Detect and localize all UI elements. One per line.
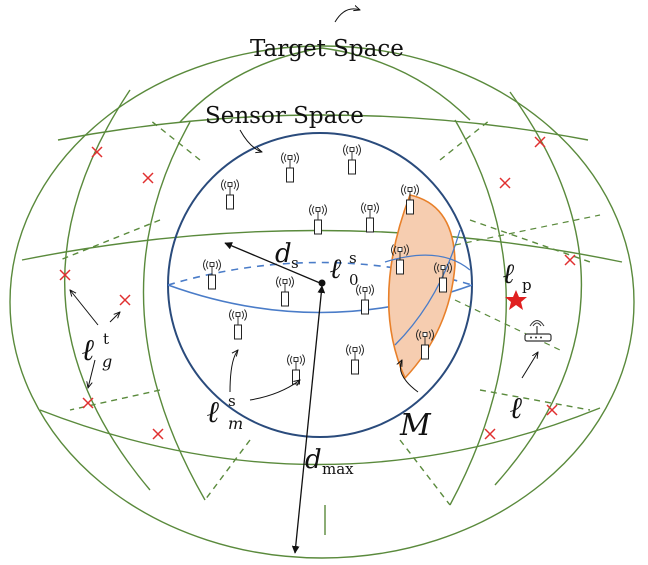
- svg-text:ℓ: ℓ: [329, 252, 342, 285]
- svg-text:d: d: [275, 239, 292, 269]
- target-space-ellipsoid: [9, 45, 635, 559]
- svg-text:g: g: [102, 352, 112, 371]
- ds-arrow: [224, 242, 321, 284]
- target-space-label: Target Space: [250, 36, 404, 62]
- svg-text:d: d: [305, 445, 322, 475]
- target-cross-icon: [91, 146, 103, 158]
- sensor-antenna-icon: [416, 329, 434, 360]
- sensor-space-label: Sensor Space: [205, 103, 364, 129]
- target-cross-icon: [484, 428, 496, 440]
- svg-text:s: s: [349, 249, 357, 267]
- svg-text:s: s: [291, 254, 299, 272]
- sensor-antenna-icon: [203, 259, 221, 290]
- sensor-antenna-icon: [361, 202, 379, 233]
- lgt-label: ℓ t g: [82, 330, 112, 371]
- lp-label: ℓ p: [502, 257, 532, 294]
- target-cross-icon: [564, 254, 576, 266]
- target-cross-icon: [152, 428, 164, 440]
- dmax-label: d max: [305, 445, 354, 478]
- connection-lines: [454, 214, 601, 351]
- sensor-antenna-icon: [309, 204, 327, 235]
- pointer-arrows: [70, 9, 538, 401]
- svg-text:0: 0: [349, 271, 359, 289]
- target-cross-icon: [534, 136, 546, 148]
- ds-label: d s: [275, 239, 299, 272]
- sensor-antenna-icon: [281, 152, 299, 183]
- star-icon: [505, 290, 527, 310]
- svg-text:ℓ: ℓ: [207, 395, 220, 430]
- router-icon: [524, 320, 552, 342]
- target-cross-icon: [82, 397, 94, 409]
- dmax-arrow: [291, 285, 326, 554]
- targets-group: [59, 136, 576, 440]
- svg-text:p: p: [522, 276, 532, 294]
- svg-text:m: m: [228, 414, 243, 433]
- sensors-group: [203, 144, 452, 385]
- target-cross-icon: [546, 404, 558, 416]
- sensor-antenna-icon: [287, 354, 305, 385]
- l0s-label: ℓ s 0: [329, 249, 359, 289]
- m-label: M: [399, 408, 432, 443]
- svg-text:ℓ: ℓ: [502, 257, 515, 290]
- target-cross-icon: [499, 177, 511, 189]
- svg-text:t: t: [103, 330, 109, 348]
- sensor-antenna-icon: [229, 309, 247, 340]
- target-cross-icon: [142, 172, 154, 184]
- sensor-antenna-icon: [401, 184, 419, 215]
- sphere-center: [318, 279, 326, 287]
- sensor-antenna-icon: [221, 179, 239, 210]
- svg-text:max: max: [322, 460, 354, 478]
- sensor-antenna-icon: [276, 276, 294, 307]
- sensor-antenna-icon: [391, 244, 409, 275]
- sensor-antenna-icon: [343, 144, 361, 175]
- sensor-antenna-icon: [356, 284, 374, 315]
- lms-label: ℓ s m: [207, 392, 243, 433]
- target-cross-icon: [59, 269, 71, 281]
- target-cross-icon: [119, 294, 131, 306]
- sensor-antenna-icon: [434, 262, 452, 293]
- svg-text:ℓ: ℓ: [82, 333, 95, 368]
- svg-text:s: s: [228, 392, 236, 410]
- l-label: ℓ: [510, 391, 523, 426]
- sensor-antenna-icon: [346, 344, 364, 375]
